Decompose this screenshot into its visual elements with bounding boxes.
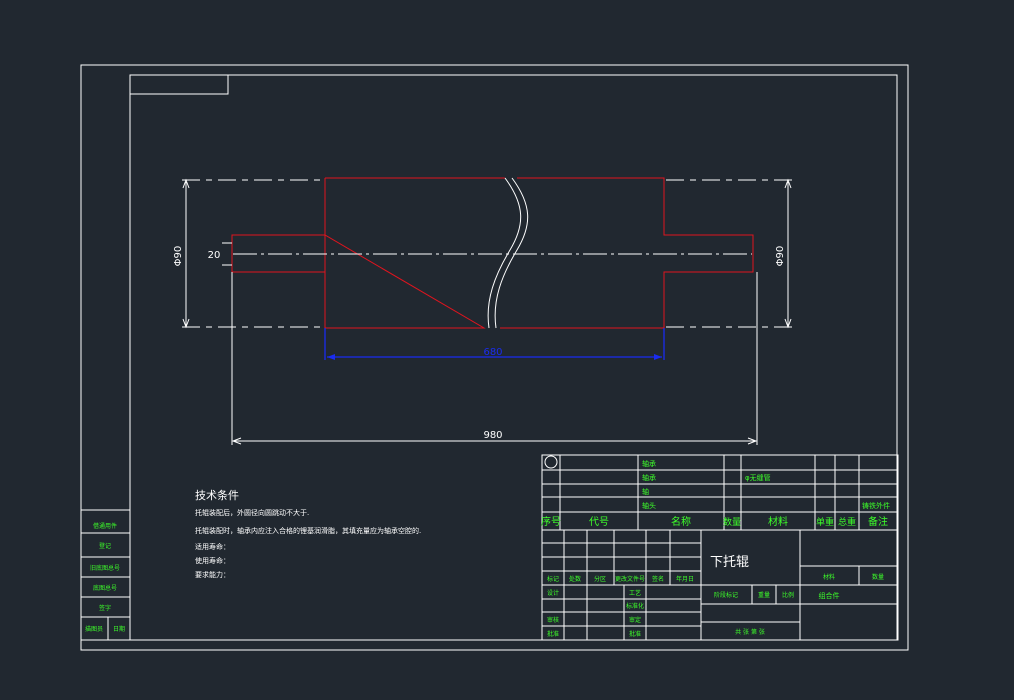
left-strip-label-8: 日期 bbox=[113, 625, 125, 633]
part-name: 下托辊 bbox=[710, 555, 749, 570]
label-standardization: 标准化 bbox=[626, 602, 644, 610]
dim-shaft: 20 bbox=[208, 250, 221, 261]
label-check: 审定 bbox=[629, 616, 641, 624]
left-strip-label-7: 描图员 bbox=[85, 625, 103, 633]
dimensions: Φ90 Φ90 20 680 980 bbox=[173, 178, 792, 445]
label-approve-2: 批准 bbox=[629, 630, 641, 638]
label-weight: 重量 bbox=[758, 591, 770, 599]
tech-line-4: 使用寿命： bbox=[195, 556, 230, 565]
bom-header-code: 代号 bbox=[589, 516, 609, 528]
label-count: 数量 bbox=[872, 573, 884, 581]
label-stage-mark: 阶段标记 bbox=[714, 591, 738, 599]
label-designer: 设计 bbox=[547, 589, 559, 597]
bom-item-tube: φ无缝管 bbox=[745, 473, 771, 482]
dim-right-diameter: Φ90 bbox=[775, 246, 786, 267]
bom-header-unit-weight: 单重 bbox=[816, 516, 834, 528]
rev-label-sign: 签名 bbox=[652, 575, 664, 583]
tech-title: 技术条件 bbox=[195, 488, 239, 502]
dim-left-diameter: Φ90 bbox=[173, 246, 184, 267]
rev-label-doc-no: 更改文件号 bbox=[615, 575, 645, 583]
rev-label-zone: 分区 bbox=[594, 575, 606, 583]
rev-label-date: 年月日 bbox=[676, 575, 694, 583]
dim-body-length: 680 bbox=[483, 347, 502, 358]
tech-line-1: 托辊装配后，外圆径向圆跳动不大于. bbox=[195, 508, 309, 517]
bom-header-qty: 数量 bbox=[723, 516, 741, 528]
left-strip-label-3: 旧底图总号 bbox=[90, 564, 120, 572]
left-strip-frame bbox=[80, 509, 131, 641]
bom-header-name: 名称 bbox=[671, 515, 691, 528]
left-strip-label-5: 签字 bbox=[99, 604, 111, 612]
left-registration-strip: 借通用件 登记 旧底图总号 底图总号 签字 描图员 日期 bbox=[80, 509, 131, 641]
break-line-2 bbox=[494, 177, 529, 329]
left-strip-label-1: 借通用件 bbox=[93, 522, 117, 530]
rev-label-count: 处数 bbox=[569, 575, 581, 583]
outer-border bbox=[80, 64, 909, 651]
drawing-frame bbox=[80, 64, 909, 651]
label-sheets: 共 张 第 张 bbox=[735, 628, 765, 636]
corner-label-box bbox=[129, 74, 229, 95]
inner-border bbox=[129, 74, 898, 641]
label-process: 工艺 bbox=[629, 589, 641, 597]
dim-total-length: 980 bbox=[483, 430, 502, 441]
bom-header-remarks: 备注 bbox=[868, 515, 888, 528]
bom-header-total-weight: 总重 bbox=[838, 516, 856, 528]
label-review: 审核 bbox=[547, 616, 559, 624]
bom-item-bearing-2: 轴承 bbox=[642, 473, 656, 482]
bom-item-casting: 铸铁外件 bbox=[862, 501, 890, 510]
left-strip-label-2: 登记 bbox=[99, 542, 111, 550]
tech-line-3: 适用寿命： bbox=[195, 542, 230, 551]
bom-item-shaft-end: 轴头 bbox=[642, 501, 656, 510]
bom-item-bearing-1: 轴承 bbox=[642, 459, 656, 468]
left-strip-label-4: 底图总号 bbox=[93, 584, 117, 592]
technical-requirements: 技术条件 托辊装配后，外圆径向圆跳动不大于. 托辊装配时，轴承内应注入合格的锂基… bbox=[195, 488, 421, 579]
tech-line-5: 要求能力： bbox=[195, 570, 230, 579]
label-scale: 比例 bbox=[782, 591, 794, 599]
bom-header-material: 材料 bbox=[768, 515, 788, 528]
label-approve: 批准 bbox=[547, 630, 559, 638]
label-assembly: 组合件 bbox=[819, 591, 840, 600]
bill-of-materials[interactable]: 轴承 轴承 φ无缝管 轴 轴头 铸铁外件 序号 代号 名称 数量 材料 单重 总… bbox=[541, 454, 899, 531]
break-line-1 bbox=[487, 177, 522, 329]
rev-label-mark: 标记 bbox=[547, 575, 559, 583]
tech-line-2: 托辊装配时，轴承内应注入合格的锂基润滑脂，其填充量应为轴承空腔的. bbox=[195, 526, 421, 535]
bom-header-index: 序号 bbox=[541, 515, 561, 528]
bom-item-shaft: 轴 bbox=[642, 487, 649, 496]
label-material: 材料 bbox=[823, 573, 835, 581]
bom-balloon bbox=[544, 455, 558, 469]
title-block[interactable]: 标记 处数 分区 更改文件号 签名 年月日 设计 工艺 标准化 审核 审定 批准… bbox=[541, 529, 899, 641]
